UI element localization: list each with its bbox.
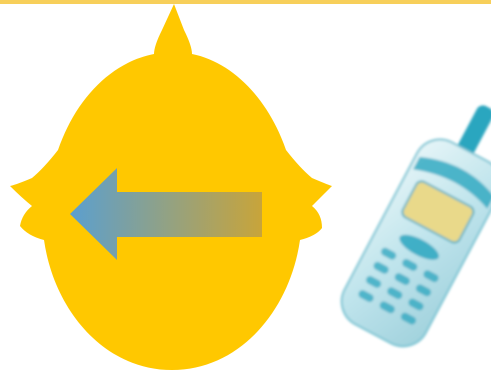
mobile-phone-icon [333,88,491,355]
head-silhouette-icon [10,4,332,370]
